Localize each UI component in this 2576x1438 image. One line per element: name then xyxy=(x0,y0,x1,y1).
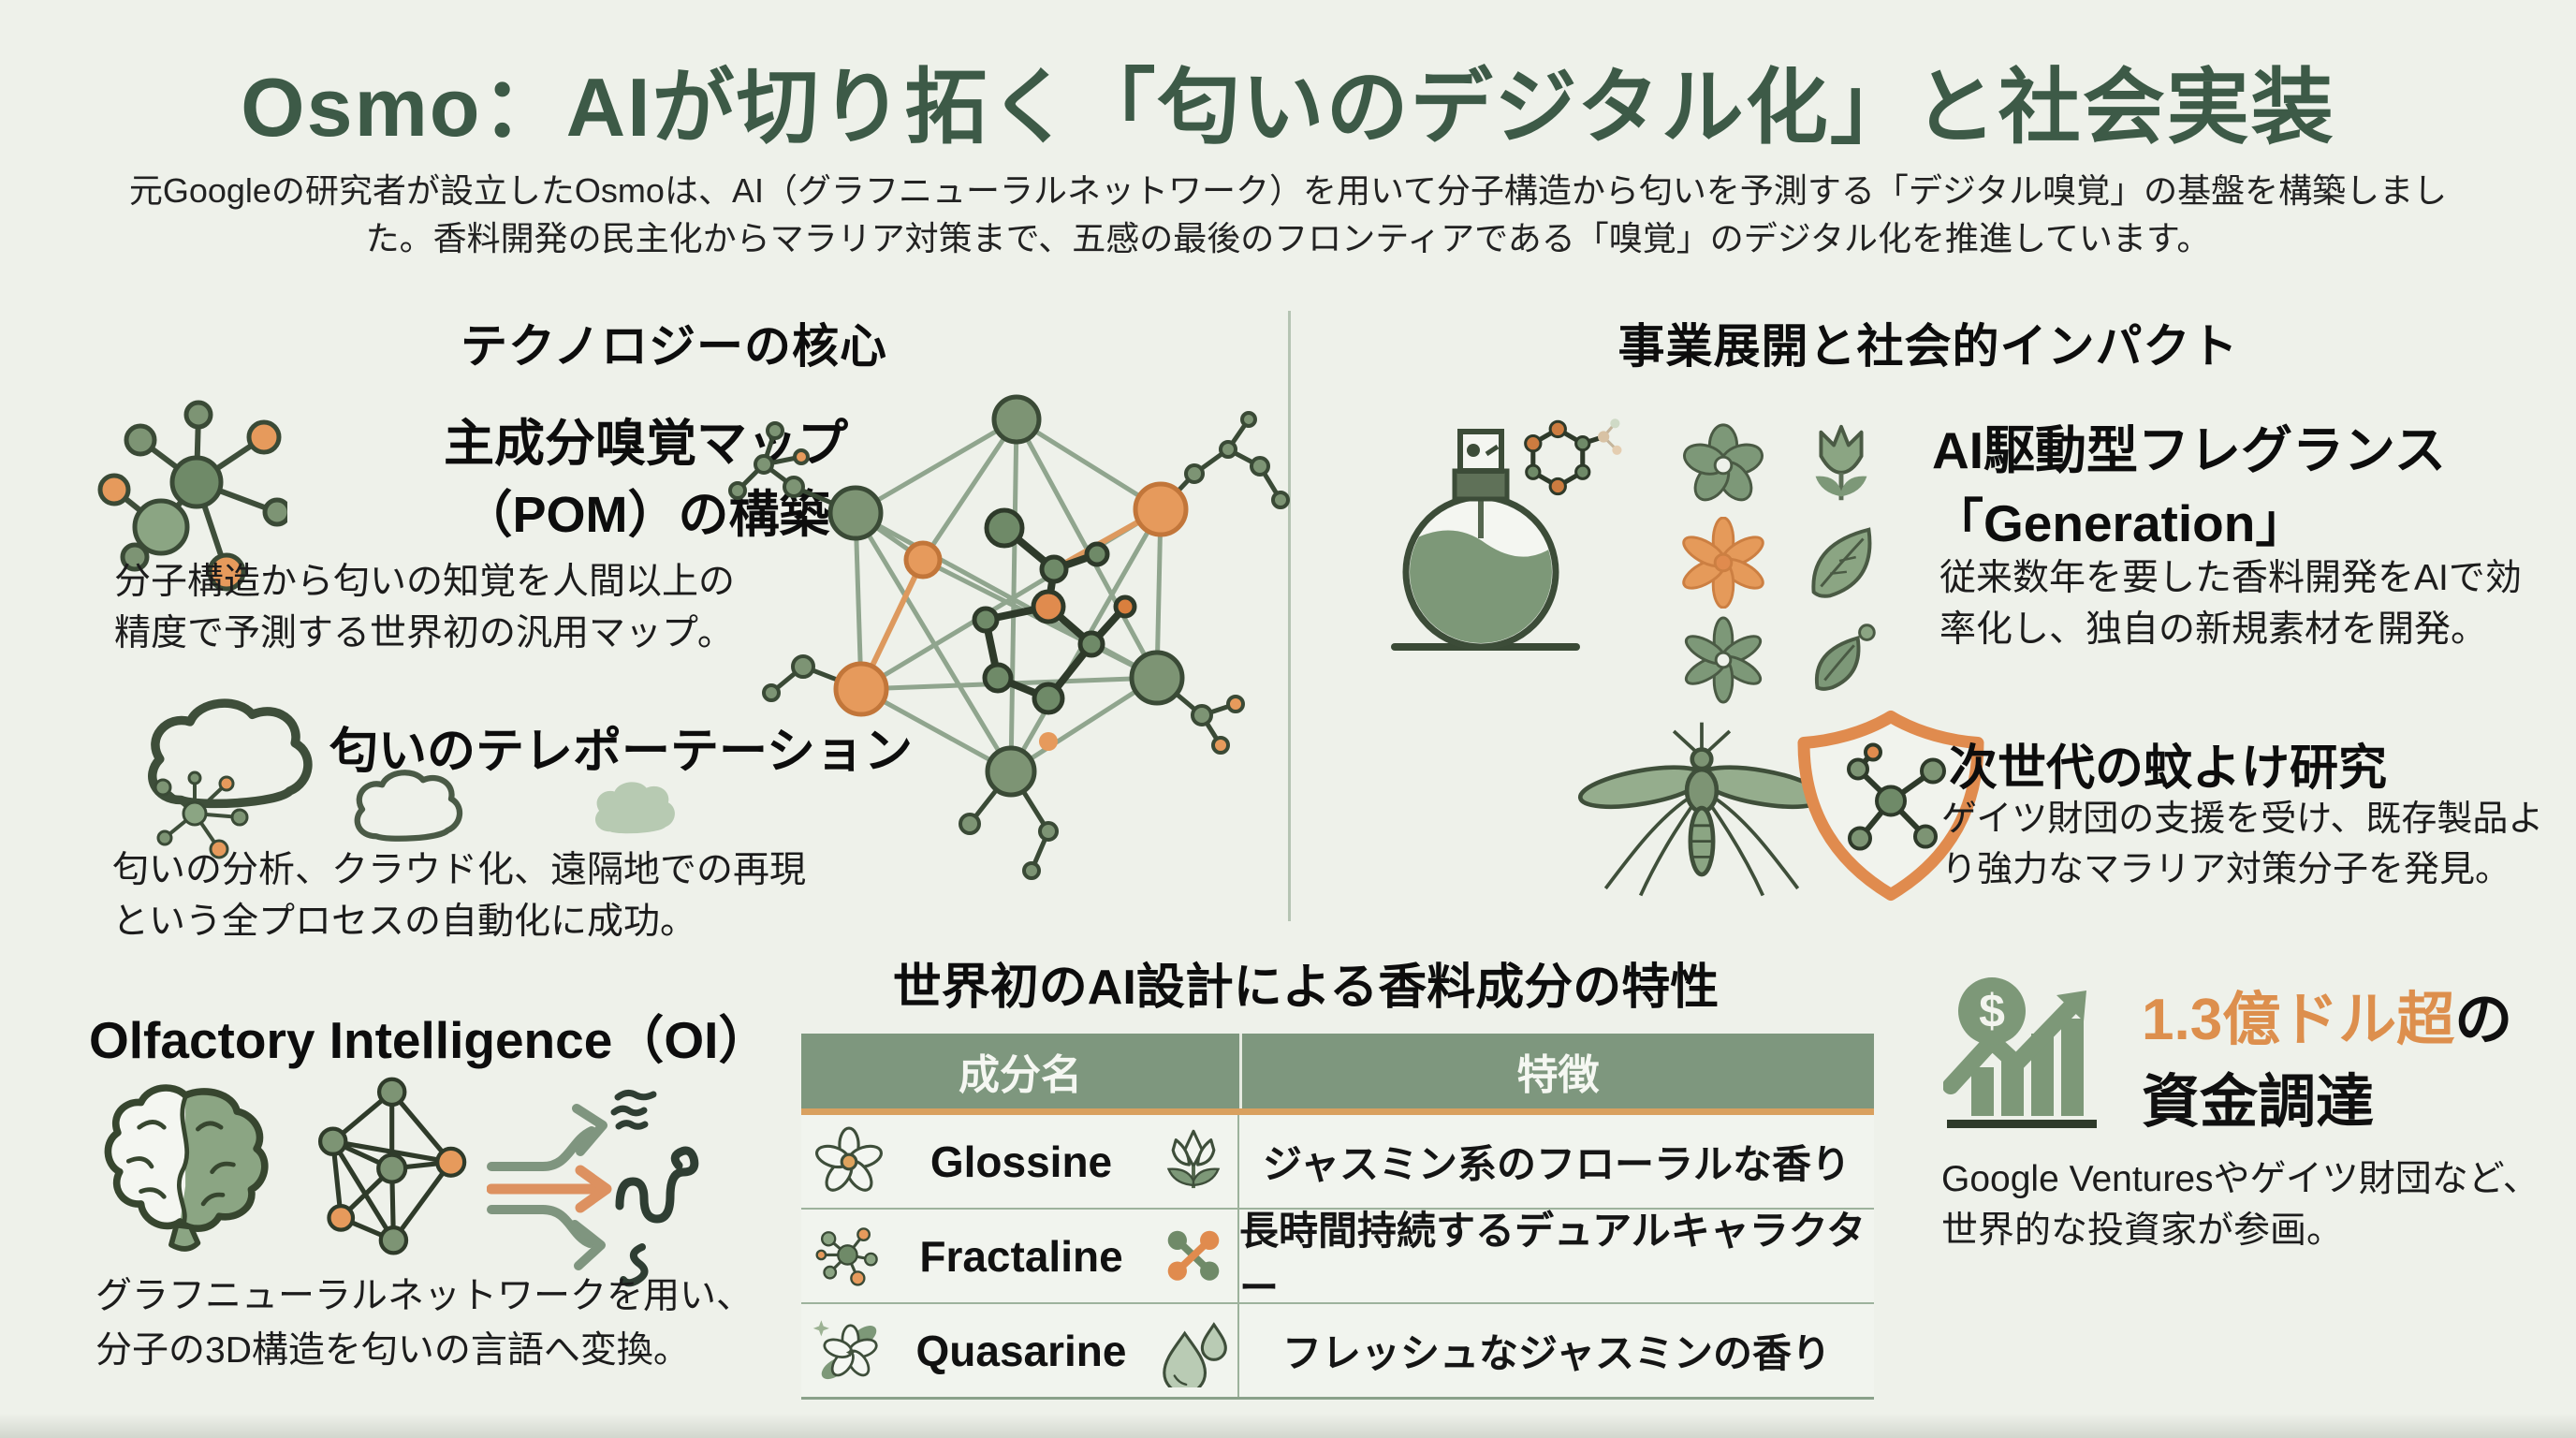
column-divider xyxy=(1288,311,1291,921)
brain-icon xyxy=(104,1084,269,1252)
business-column-header: 事業展開と社会的インパクト xyxy=(1617,320,2239,373)
growth-chart-dollar-icon: $ xyxy=(1943,977,2097,1128)
perfume-bottle-icon xyxy=(1391,429,1580,651)
mosquito-body-line-2: り強力なマラリア対策分子を発見。 xyxy=(1941,850,2511,889)
ingredient-name: Glossine xyxy=(929,1137,1113,1186)
fragrance-title-line-2: 「Generation」 xyxy=(1932,494,2307,552)
flower-icon xyxy=(1683,423,1764,502)
cloud-filled-icon xyxy=(594,782,675,834)
funding-title-line-2: 資金調達 xyxy=(2142,1070,2375,1135)
pom-title-line-2: （POM）の構築 xyxy=(461,487,830,543)
pom-body-line-1: 分子構造から匂いの知覚を人間以上の xyxy=(114,562,736,602)
neural-network-icon xyxy=(317,1077,467,1255)
funding-amount-suffix: の xyxy=(2454,988,2513,1052)
scent-waves-icon xyxy=(610,1089,657,1130)
lotus-icon xyxy=(1166,1129,1221,1188)
funding-title: 1.3億ドル超の 資金調達 xyxy=(2142,979,2512,1144)
mosquito-title: 次世代の蚊よけ研究 xyxy=(1949,741,2388,796)
pom-body-line-2: 精度で予測する世界初の汎用マップ。 xyxy=(114,613,734,653)
teleportation-body-line-1: 匂いの分析、クラウド化、遠隔地での再現 xyxy=(112,850,807,890)
sprout-leaf-icon xyxy=(1814,624,1876,691)
fragrance-body-line-2: 率化し、独自の新規素材を開発。 xyxy=(1939,609,2488,650)
cloud-outline-icon xyxy=(354,770,463,842)
table-row: Quasarine フレッシュなジャスミンの香り xyxy=(801,1304,1874,1400)
molecular-network-diagram xyxy=(728,394,1290,880)
subtitle-line-1: 元Googleの研究者が設立したOsmoは、AI（グラフニューラルネットワーク）… xyxy=(128,171,2448,210)
fragrance-title-line-1: AI駆動型フレグランス xyxy=(1932,421,2446,479)
molecule-icon xyxy=(154,770,249,859)
fragrance-body: 従来数年を要した香料開発をAIで効 率化し、独自の新規素材を開発。 xyxy=(1939,552,2522,655)
shield-molecule-icon xyxy=(1797,711,1984,901)
mosquito-body: ゲイツ財団の支援を受け、既存製品よ り強力なマラリア対策分子を発見。 xyxy=(1941,794,2543,895)
ingredient-name: Fractaline xyxy=(919,1231,1123,1281)
sparkle-flower-icon xyxy=(812,1319,878,1379)
fragrance-table: 成分名 特徴 Glossine xyxy=(801,1034,1874,1400)
mosquito-icon xyxy=(1577,722,1826,897)
mosquito-body-line-1: ゲイツ財団の支援を受け、既存製品よ xyxy=(1941,800,2544,839)
subtitle-line-2: た。香料開発の民主化からマラリア対策まで、五感の最後のフロンティアである「嗅覚」… xyxy=(365,219,2211,257)
oi-body: グラフニューラルネットワークを用い、 分子の3D構造を匂いの言語へ変換。 xyxy=(95,1269,753,1378)
funding-body-line-2: 世界的な投資家が参画。 xyxy=(1941,1211,2344,1251)
orange-flower-icon xyxy=(1682,517,1764,609)
spray-molecule-icon xyxy=(1524,418,1622,496)
table-header-feature: 特徴 xyxy=(1516,1052,1600,1098)
table-row: Glossine ジャスミン系のフローラルな香り xyxy=(801,1115,1874,1210)
table-row: Fractaline 長時間持続するデュアルキャラクター xyxy=(801,1208,1874,1310)
table-header-row: 成分名 特徴 xyxy=(801,1034,1874,1108)
oi-body-line-2: 分子の3D構造を匂いの言語へ変換。 xyxy=(95,1330,690,1371)
ingredient-feature: ジャスミン系のフローラルな香り xyxy=(1263,1142,1851,1186)
page-title: Osmo：AIが切り拓く「匂いのデジタル化」と社会実装 xyxy=(241,61,2335,154)
molecule-icon xyxy=(815,1226,878,1286)
molecule-icon xyxy=(97,400,287,592)
droplets-icon xyxy=(1163,1321,1227,1387)
jasmine-flower-icon xyxy=(815,1126,883,1192)
pom-body: 分子構造から匂いの知覚を人間以上の 精度で予測する世界初の汎用マップ。 xyxy=(114,556,735,659)
table-header-name: 成分名 xyxy=(801,1034,1242,1108)
transform-arrows-icon xyxy=(487,1089,699,1287)
ingredient-feature: フレッシュなジャスミンの香り xyxy=(1282,1331,1831,1375)
funding-body: Google Venturesやゲイツ財団など、 世界的な投資家が参画。 xyxy=(1941,1153,2539,1256)
teleportation-body: 匂いの分析、クラウド化、遠隔地での再現 という全プロセスの自動化に成功。 xyxy=(112,844,806,947)
tulip-icon xyxy=(1815,424,1867,501)
fragrance-body-line-1: 従来数年を要した香料開発をAIで効 xyxy=(1939,558,2522,598)
leaf-icon xyxy=(1811,527,1872,598)
tech-column-header: テクノロジーの核心 xyxy=(461,320,887,373)
oi-body-line-1: グラフニューラルネットワークを用い、 xyxy=(95,1276,754,1316)
teleportation-body-line-2: という全プロセスの自動化に成功。 xyxy=(112,902,697,942)
ingredient-name: Quasarine xyxy=(915,1326,1127,1375)
table-title: 世界初のAI設計による香料成分の特性 xyxy=(892,961,1720,1015)
funding-amount: 1.3億ドル超 xyxy=(2142,988,2455,1052)
table-accent-bar xyxy=(801,1108,1874,1115)
ingredient-feature: 長時間持続するデュアルキャラクター xyxy=(1239,1208,1866,1310)
dual-bond-icon xyxy=(1167,1230,1220,1281)
fragrance-title: AI駆動型フレグランス 「Generation」 xyxy=(1932,414,2446,560)
teleportation-title: 匂いのテレポーテーション xyxy=(329,725,913,779)
funding-body-line-1: Google Venturesやゲイツ財団など、 xyxy=(1941,1159,2539,1199)
page-subtitle: 元Googleの研究者が設立したOsmoは、AI（グラフニューラルネットワーク）… xyxy=(84,167,2492,262)
dollar-sign: $ xyxy=(1979,985,2005,1037)
blossom-icon xyxy=(1684,616,1763,704)
oi-title: Olfactory Intelligence（OI） xyxy=(89,1011,770,1069)
